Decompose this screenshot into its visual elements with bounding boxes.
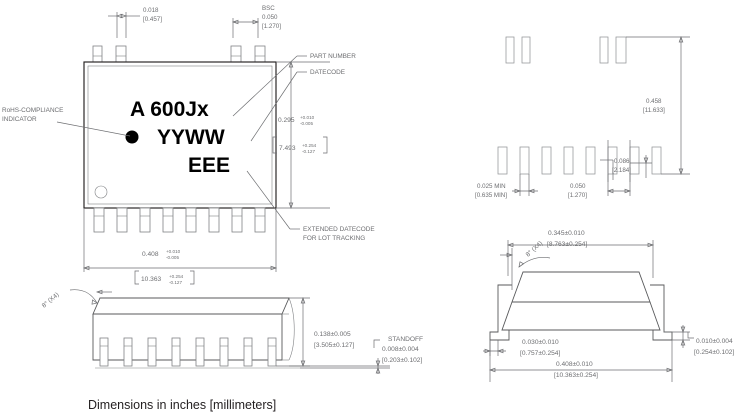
dim-pattern-span-inch: 0.458 [646, 98, 662, 105]
dim-body-width-mm-tol-minus: -0.127 [169, 280, 182, 285]
dim-overall-length: 0.408±0.010 [10.363±0.254] [488, 340, 674, 382]
dim-overall-length-mm: [10.363±0.254] [554, 372, 598, 379]
dim-pattern-span-mm: [11.633] [643, 107, 665, 114]
marking-line-1: A 600Jx [130, 98, 209, 121]
dim-lead-pitch-inch: 0.050 [262, 14, 278, 21]
dim-body-height: 0.295 +0.010 -0.005 7.493 +0.254 -0.127 [272, 60, 330, 210]
dim-lead-thickness-inch: 0.010±0.004 [696, 338, 733, 345]
dim-standoff-mm: [0.203±0.102] [382, 357, 422, 364]
top-leads [92, 45, 266, 63]
dim-lead-pitch: BSC 0.050 [1.270] [231, 5, 281, 38]
dim-overall-length-inch: 0.408±0.010 [556, 361, 593, 368]
rohs-indicator-dot [125, 130, 139, 144]
dim-pad-pitch-inch: 0.050 [570, 183, 586, 190]
dim-body-length: 0.345±0.010 [8.763±0.254] [506, 230, 655, 278]
callout-part-number-label: PART NUMBER [310, 53, 356, 60]
dim-lead-width: 0.018 [0.457] [108, 7, 162, 38]
dim-seating-height-mm: [3.505±0.127] [314, 342, 354, 349]
callout-extended-datecode-line2: FOR LOT TRACKING [303, 235, 365, 242]
dim-body-height-mm: 7.493 [279, 145, 296, 152]
callout-rohs-line2: INDICATOR [2, 116, 37, 123]
dim-seating-height-inch: 0.138±0.005 [314, 331, 351, 338]
callout-rohs-line1: RoHS-COMPLIANCE [2, 107, 63, 114]
drawing-caption: Dimensions in inches [millimeters] [88, 398, 276, 412]
dim-body-height-tol-minus: -0.005 [300, 121, 313, 126]
callout-part-number: PART NUMBER [232, 53, 356, 117]
dim-lead-thickness: 0.010±0.004 [0.254±0.102] [664, 325, 734, 356]
land-pattern-top-pads [505, 36, 627, 64]
dim-lead-width-inch: 0.018 [143, 7, 159, 14]
dim-body-height-tol-plus: +0.010 [300, 115, 315, 120]
callout-rohs: RoHS-COMPLIANCE INDICATOR [2, 107, 131, 137]
dim-body-width: 0.408 +0.010 -0.005 10.363 +0.254 -0.127 [82, 208, 278, 285]
callout-extended-datecode: EXTENDED DATECODE FOR LOT TRACKING [246, 170, 375, 242]
dim-foot-length: 0.030±0.010 [0.757±0.254] [483, 339, 560, 357]
dim-pad-length-inch: 0.086 [614, 158, 630, 165]
dim-body-width-mm: 10.363 [141, 276, 162, 283]
dim-body-width-mm-tol-plus: +0.254 [169, 274, 184, 279]
dim-lead-thickness-mm: [0.254±0.102] [694, 349, 734, 356]
top-view-package: 0.018 [0.457] BSC 0.050 [1.270] [2, 5, 375, 285]
pin1-circle-indicator [94, 185, 108, 199]
marking-line-3: EEE [188, 154, 230, 177]
dim-pad-length-mm: [2.184] [612, 167, 631, 174]
dim-lead-pitch-mm: [1.270] [262, 23, 281, 30]
front-view-angle-note: 8° (X4) [40, 289, 112, 310]
dim-body-length-mm: [8.763±0.254] [547, 241, 587, 248]
marking-line-2: YYWW [157, 126, 225, 149]
dim-lead-pitch-prefix: BSC [262, 5, 275, 12]
recommended-land-pattern: 0.458 [11.633] 0.086 [2.184] 0.025 MIN [… [475, 35, 690, 199]
side-view-angle-note: 8° (X4) [500, 239, 551, 290]
dim-body-width-tol-plus: +0.010 [166, 249, 181, 254]
dim-body-height-mm-tol-plus: +0.254 [302, 143, 317, 148]
dim-standoff: STANDOFF 0.008±0.004 [0.203±0.102] [276, 336, 423, 374]
dim-body-height-mm-tol-minus: -0.127 [302, 149, 315, 154]
dim-body-length-inch: 0.345±0.010 [548, 230, 585, 237]
package-body-outline [83, 61, 277, 209]
land-pattern-bottom-pads [497, 146, 662, 175]
callout-extended-datecode-line1: EXTENDED DATECODE [303, 226, 375, 233]
front-view-leads [99, 337, 277, 367]
dim-pad-width-min: 0.025 MIN [0.635 MIN] [475, 174, 538, 199]
bottom-leads [93, 207, 266, 233]
dim-standoff-label: STANDOFF [388, 336, 423, 343]
dim-lead-width-mm: [0.457] [143, 16, 162, 23]
front-view-angle-text: 8° (X4) [40, 291, 60, 310]
side-view-angle-text: 8° (X4) [524, 239, 544, 258]
dim-seating-height: 0.138±0.005 [3.505±0.127] [289, 296, 354, 368]
dim-pad-pitch-mm: [1.270] [568, 192, 587, 199]
dim-pattern-span: 0.458 [11.633] [626, 35, 690, 176]
callout-datecode-label: DATECODE [310, 69, 345, 76]
dim-pad-pitch: 0.050 [1.270] [568, 174, 632, 199]
dim-pad-width-min-mm: [0.635 MIN] [475, 192, 507, 199]
callout-datecode: DATECODE [250, 69, 345, 142]
dim-foot-length-inch: 0.030±0.010 [522, 339, 559, 346]
dim-body-width-inch: 0.408 [142, 251, 159, 258]
front-elevation-view: 8° (X4) 0.138±0.005 [3.505±0.127] STANDO… [40, 289, 423, 374]
dim-foot-length-mm: [0.757±0.254] [520, 350, 560, 357]
side-elevation-view: 0.345±0.010 [8.763±0.254] 8° (X4) 0.030±… [483, 230, 734, 382]
dim-pad-width-min-inch: 0.025 MIN [477, 183, 506, 190]
dim-body-width-tol-minus: -0.005 [166, 255, 179, 260]
dim-standoff-inch: 0.008±0.004 [382, 346, 419, 353]
dim-body-height-inch: 0.295 [278, 117, 295, 124]
